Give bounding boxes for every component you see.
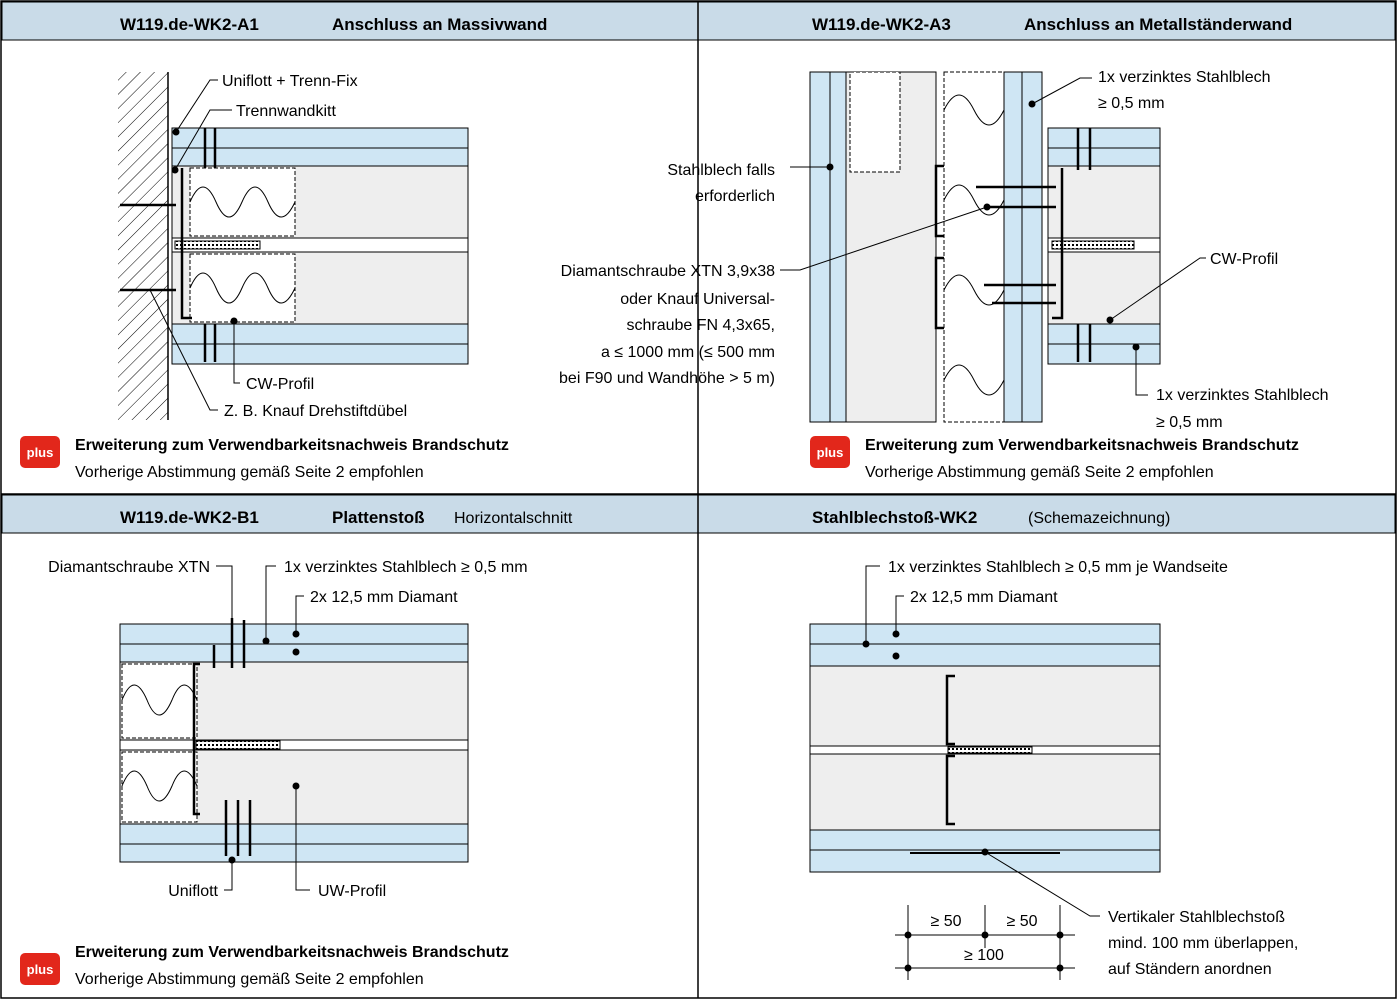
stoss-subtitle: (Schemazeichnung) (1028, 510, 1170, 527)
a3-label-schraube-3: schraube FN 4,3x65, (626, 317, 775, 334)
plus-badge-label: plus (27, 962, 54, 977)
note-text: Vorherige Abstimmung gemäß Seite 2 empfo… (865, 464, 1214, 481)
a3-label-cw-profil: CW-Profil (1210, 251, 1278, 268)
a1-label-trennwandkitt: Trennwandkitt (236, 103, 336, 120)
a3-label-schraube-4: a ≤ 1000 mm (≤ 500 mm (601, 344, 775, 361)
plus-badge-icon (20, 436, 60, 468)
a1-drawing (118, 72, 469, 420)
a1-label-duebel: Z. B. Knauf Drehstiftdübel (224, 403, 407, 420)
a1-code: W119.de-WK2-A1 (120, 15, 259, 34)
note-title: Erweiterung zum Verwendbarkeitsnachweis … (75, 944, 509, 961)
a1-title: Anschluss an Massivwand (332, 15, 547, 34)
plus-badge-icon (810, 436, 850, 468)
note-text: Vorherige Abstimmung gemäß Seite 2 empfo… (75, 971, 424, 988)
stoss-drawing (809, 565, 1161, 980)
a3-label-stahlblech-falls-2: erforderlich (695, 188, 775, 205)
b1-drawing (119, 565, 469, 891)
b1-label-diamantschraube: Diamantschraube XTN (48, 559, 210, 576)
note-a3: plus Erweiterung zum Verwendbarkeitsnach… (810, 436, 1299, 481)
a1-label-uniflott: Uniflott + Trenn-Fix (222, 73, 358, 90)
a3-label-stahlblech-bot-2: ≥ 0,5 mm (1156, 414, 1223, 431)
a3-label-schraube-2: oder Knauf Universal- (620, 291, 775, 308)
plus-badge-icon (20, 953, 60, 985)
stoss-label-vertikal-3: auf Ständern anordnen (1108, 961, 1272, 978)
note-title: Erweiterung zum Verwendbarkeitsnachweis … (75, 437, 509, 454)
b1-label-uw-profil: UW-Profil (318, 883, 386, 900)
note-title: Erweiterung zum Verwendbarkeitsnachweis … (865, 437, 1299, 454)
b1-label-diamant: 2x 12,5 mm Diamant (310, 589, 458, 606)
b1-title: Plattenstoß (332, 508, 425, 527)
a3-title: Anschluss an Metallständerwand (1024, 15, 1292, 34)
a3-label-stahlblech-bot-1: 1x verzinktes Stahlblech (1156, 387, 1329, 404)
b1-code: W119.de-WK2-B1 (120, 508, 259, 527)
b1-label-stahlblech: 1x verzinktes Stahlblech ≥ 0,5 mm (284, 559, 528, 576)
a3-label-stahlblech-top-2: ≥ 0,5 mm (1098, 95, 1165, 112)
b1-label-uniflott: Uniflott (168, 883, 218, 900)
stoss-label-stahlblech: 1x verzinktes Stahlblech ≥ 0,5 mm je Wan… (888, 559, 1228, 576)
a3-code: W119.de-WK2-A3 (812, 15, 951, 34)
a3-label-schraube-5: bei F90 und Wandhöhe > 5 m) (559, 370, 775, 387)
stoss-title: Stahlblechstoß-WK2 (812, 508, 977, 527)
stoss-label-diamant: 2x 12,5 mm Diamant (910, 589, 1058, 606)
plus-badge-label: plus (27, 445, 54, 460)
stoss-dim-50a: ≥ 50 (930, 913, 961, 930)
stoss-label-vertikal-2: mind. 100 mm überlappen, (1108, 935, 1298, 952)
stoss-label-vertikal-1: Vertikaler Stahlblechstoß (1108, 909, 1285, 926)
b1-subtitle: Horizontalschnitt (454, 510, 573, 527)
note-a1: plus Erweiterung zum Verwendbarkeitsnach… (20, 436, 509, 481)
stoss-dim-50b: ≥ 50 (1006, 913, 1037, 930)
a3-drawing (780, 71, 1206, 423)
note-text: Vorherige Abstimmung gemäß Seite 2 empfo… (75, 464, 424, 481)
a3-label-stahlblech-top-1: 1x verzinktes Stahlblech (1098, 69, 1271, 86)
stoss-dim-100: ≥ 100 (964, 947, 1004, 964)
a3-label-stahlblech-falls-1: Stahlblech falls (667, 162, 775, 179)
note-b1: plus Erweiterung zum Verwendbarkeitsnach… (20, 944, 509, 988)
a1-label-cw-profil: CW-Profil (246, 376, 314, 393)
a3-label-schraube-1: Diamantschraube XTN 3,9x38 (561, 263, 775, 280)
plus-badge-label: plus (817, 445, 844, 460)
